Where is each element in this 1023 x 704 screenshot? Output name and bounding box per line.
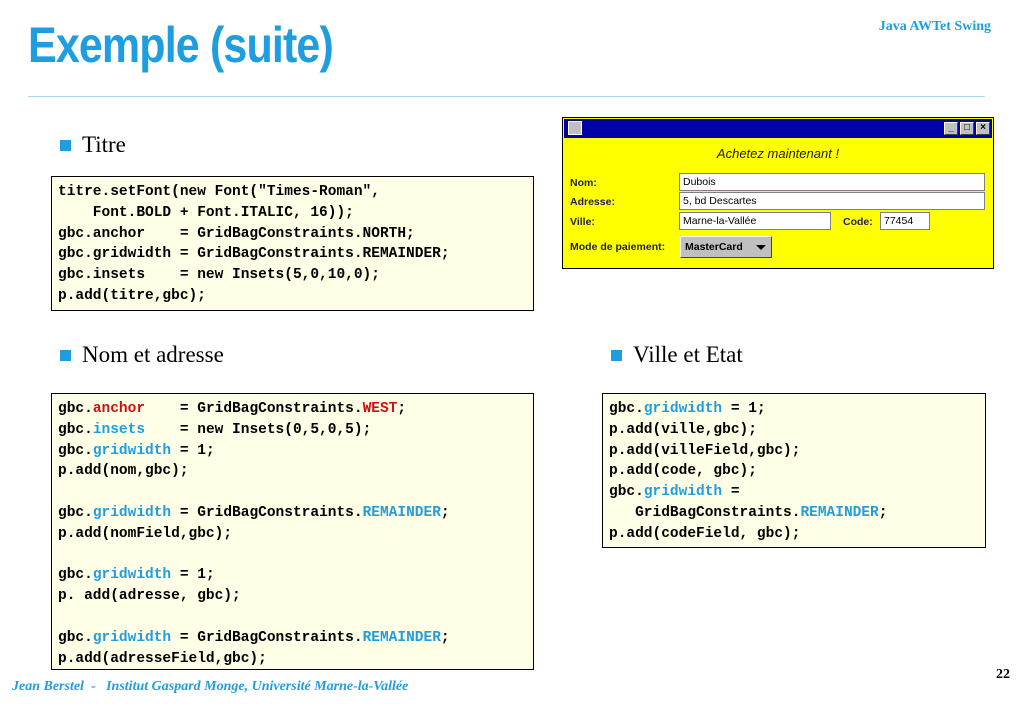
page-title: Exemple (suite) [28, 17, 334, 73]
code-line: Font.BOLD + Font.ITALIC, 16)); [58, 204, 354, 221]
bullet-square-icon [60, 139, 71, 151]
maximize-button[interactable]: □ [960, 122, 974, 135]
code-block-nom-adresse: gbc.anchor = GridBagConstraints.WEST; gbc… [51, 393, 534, 670]
code-line: titre.setFont(new Font("Times-Roman", [58, 184, 380, 200]
code-blank-line [58, 545, 527, 566]
code-line: GridBagConstraints.REMAINDER; [609, 504, 888, 521]
minimize-button[interactable]: _ [944, 122, 958, 135]
label-nom: Nom: [570, 177, 597, 189]
label-paiement: Mode de paiement: [570, 241, 666, 253]
bullet-ville-etat: Ville et Etat [611, 342, 743, 368]
code-line: gbc.gridwidth = [609, 484, 740, 501]
code-line: gbc.anchor = GridBagConstraints.WEST; [58, 401, 407, 417]
code-line: gbc.gridwidth = 1; [58, 567, 215, 584]
code-block-ville-etat: gbc.gridwidth = 1; p.add(ville,gbc); p.add… [602, 393, 986, 548]
payment-selected-value: MasterCard [685, 241, 743, 253]
label-adresse: Adresse: [570, 196, 615, 208]
bullet-titre-label: Titre [82, 132, 126, 157]
code-line: gbc.gridwidth = GridBagConstraints.REMAI… [58, 504, 450, 521]
label-ville: Ville: [570, 216, 595, 228]
code-line: gbc.gridwidth = 1; [58, 442, 215, 459]
bullet-titre: Titre [60, 132, 126, 158]
code-field[interactable]: 77454 [880, 212, 930, 230]
nom-field[interactable]: Dubois [679, 173, 985, 191]
close-button[interactable]: × [976, 122, 990, 135]
footer-author: Jean Berstel - Institut Gaspard Monge, U… [12, 679, 409, 694]
bullet-square-icon [60, 349, 71, 361]
code-line: gbc.insets = new Insets(0,5,0,5); [58, 421, 372, 438]
code-blank-line [58, 607, 527, 628]
window-titlebar: _ □ × [564, 119, 992, 138]
code-line: p.add(adresseField,gbc); [58, 650, 267, 667]
code-line: p.add(nom,gbc); [58, 463, 189, 480]
page-number: 22 [996, 667, 1010, 682]
bullet-nom-adresse: Nom et adresse [60, 342, 224, 368]
code-line: gbc.insets = new Insets(5,0,10,0); [58, 267, 380, 284]
dropdown-arrow-icon [756, 245, 766, 250]
bullet-square-icon [611, 349, 622, 361]
code-line: p. add(adresse, gbc); [58, 588, 241, 605]
code-line: p.add(code, gbc); [609, 463, 757, 480]
title-divider [28, 96, 985, 97]
bullet-nom-label: Nom et adresse [82, 342, 224, 367]
ville-field[interactable]: Marne-la-Vallée [679, 212, 831, 230]
code-line: gbc.gridwidth = GridBagConstraints.REMAI… [58, 246, 450, 263]
adresse-field[interactable]: 5, bd Descartes [679, 192, 985, 210]
java-window: _ □ × Achetez maintenant ! Nom: Dubois A… [562, 117, 994, 269]
java-app-icon [568, 121, 582, 135]
window-heading: Achetez maintenant ! [716, 146, 840, 161]
code-line: gbc.gridwidth = GridBagConstraints.REMAI… [58, 629, 450, 646]
code-line: p.add(villeField,gbc); [609, 442, 801, 459]
header-course-name: Java AWTet Swing [878, 19, 991, 34]
code-line: p.add(ville,gbc); [609, 421, 757, 438]
bullet-ville-label: Ville et Etat [633, 342, 743, 367]
code-blank-line [58, 482, 527, 503]
code-line: p.add(codeField, gbc); [609, 525, 801, 542]
code-block-titre: titre.setFont(new Font("Times-Roman", Fo… [51, 176, 534, 311]
code-line: p.add(nomField,gbc); [58, 525, 233, 542]
label-code: Code: [843, 216, 873, 228]
code-line: p.add(titre,gbc); [58, 287, 206, 304]
code-line: gbc.anchor = GridBagConstraints.NORTH; [58, 225, 415, 242]
code-line: gbc.gridwidth = 1; [609, 401, 766, 417]
payment-select[interactable]: MasterCard [680, 236, 772, 258]
